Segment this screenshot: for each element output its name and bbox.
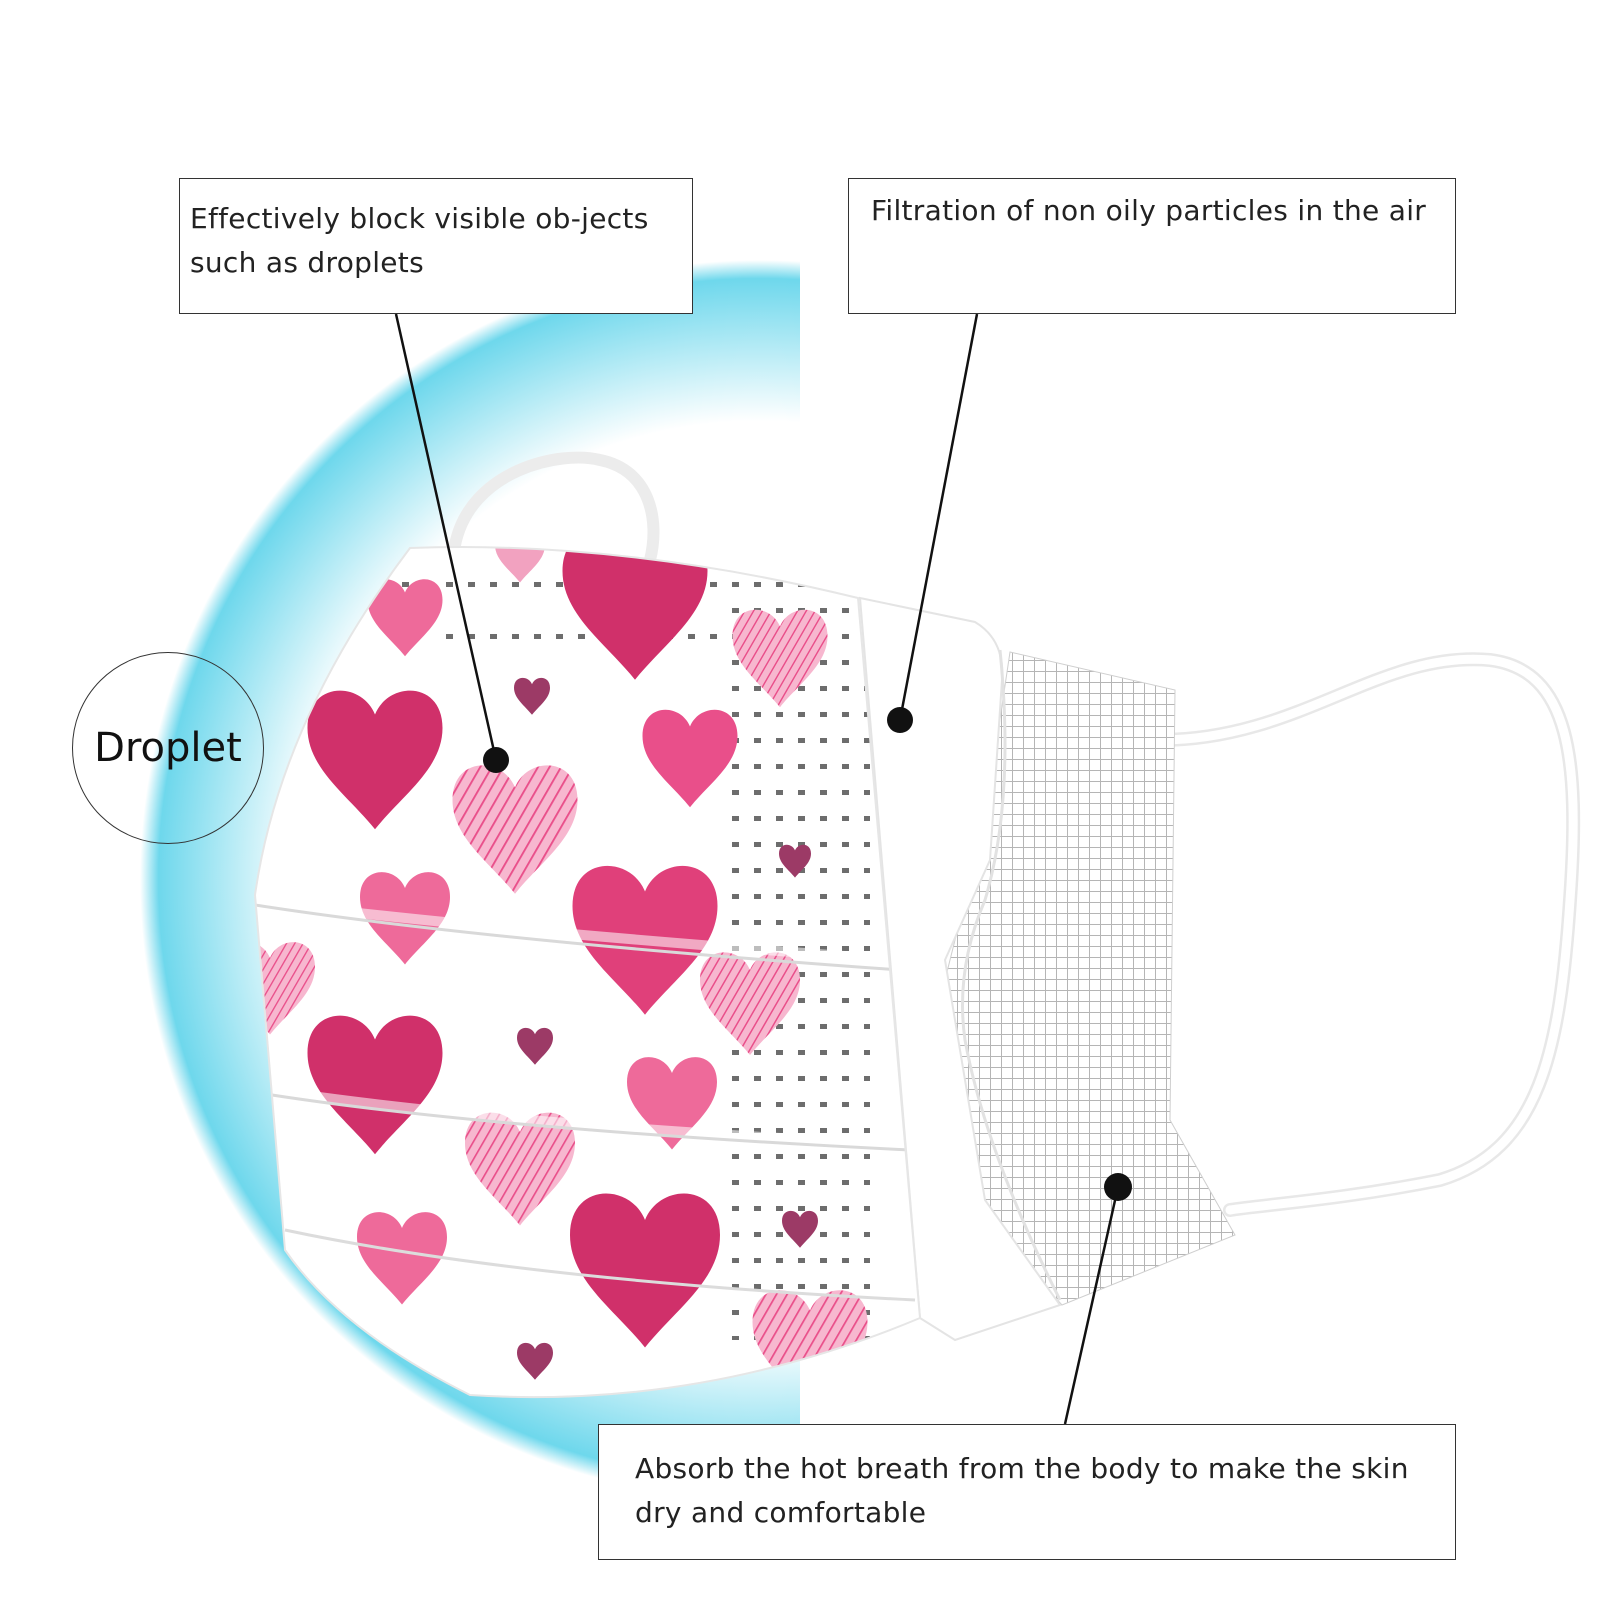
leader-filter — [887, 313, 979, 733]
callout-filtration-text: Filtration of non oily particles in the … — [871, 194, 1427, 227]
ear-loop-top — [449, 451, 660, 566]
callout-block-droplets-text: Effectively block visible ob-jects such … — [190, 202, 649, 279]
leader-block — [394, 313, 509, 773]
leader-absorb — [1063, 1173, 1132, 1425]
droplet-text: Droplet — [94, 725, 242, 771]
callout-block-droplets: Effectively block visible ob-jects such … — [179, 178, 693, 314]
callout-filtration: Filtration of non oily particles in the … — [848, 178, 1456, 314]
callout-absorb-text: Absorb the hot breath from the body to m… — [635, 1452, 1409, 1529]
callout-absorb: Absorb the hot breath from the body to m… — [598, 1424, 1456, 1560]
droplet-label: Droplet — [72, 652, 264, 844]
heart-print-layer — [255, 547, 920, 1398]
